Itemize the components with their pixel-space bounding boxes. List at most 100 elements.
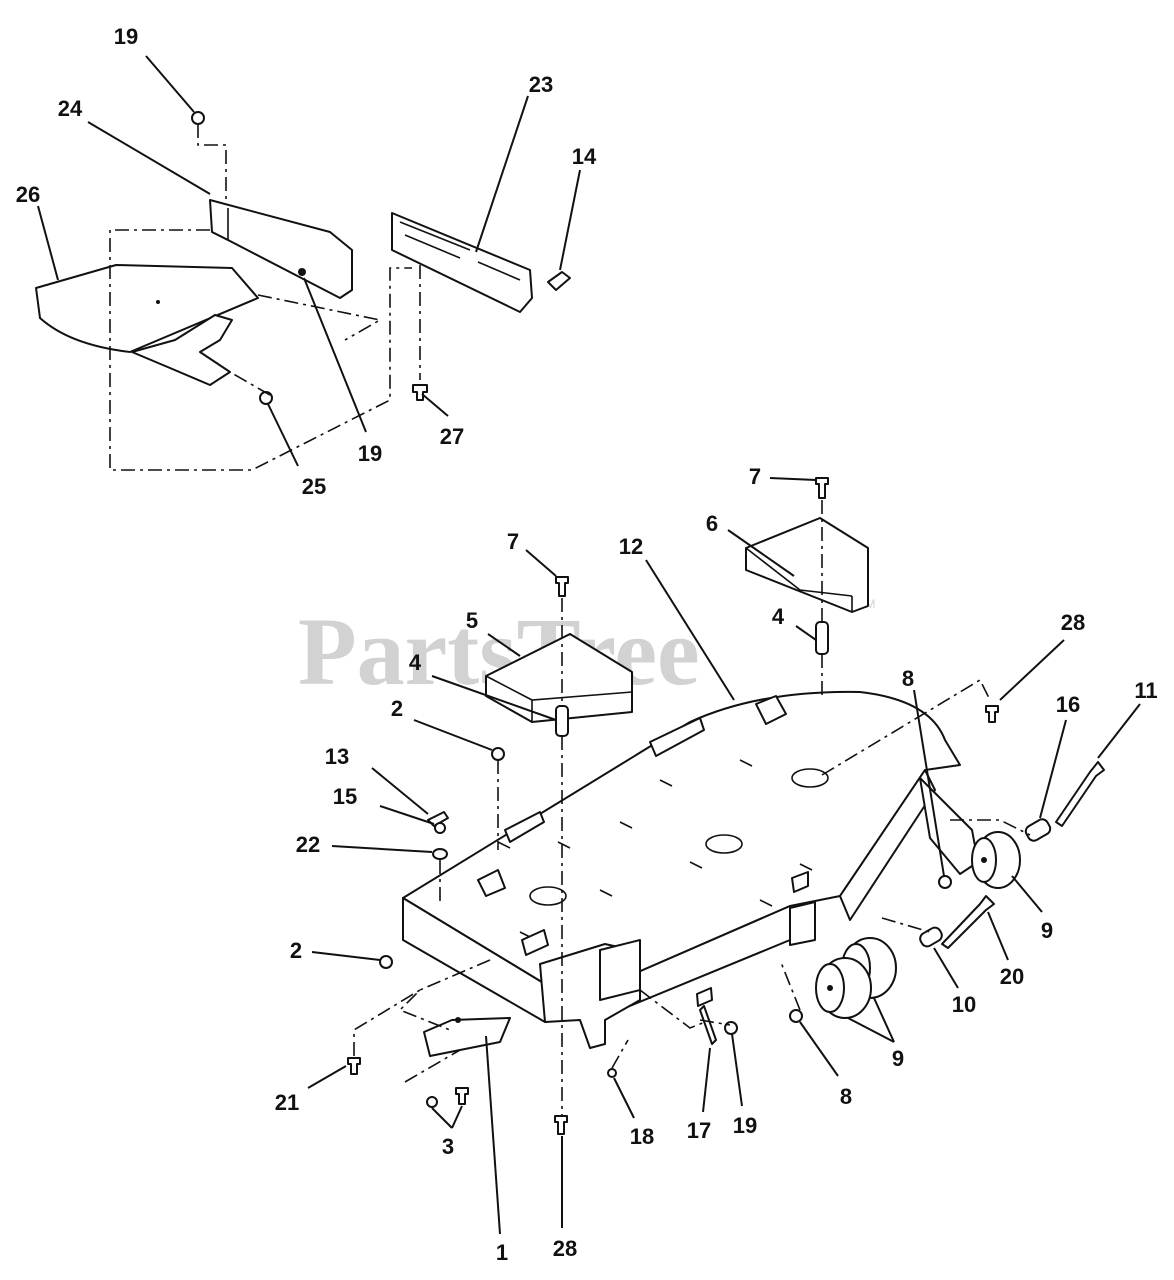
leader-line-c8b <box>799 1021 839 1077</box>
part-1-skid <box>423 1017 511 1057</box>
leader-line-c4a <box>431 675 557 721</box>
part-22-bushing <box>432 848 448 860</box>
leader-line-c21 <box>307 1065 347 1089</box>
leader-line-c5 <box>487 633 521 657</box>
part-28-bolt-lower <box>554 1115 568 1135</box>
leader-line-c2b <box>311 951 381 961</box>
leader-line-c11 <box>1097 703 1141 759</box>
deck-bracket-left <box>504 811 545 843</box>
callout-label-c19b: 19 <box>358 441 382 466</box>
part-12-deck-skirt-right <box>839 769 936 921</box>
leader-line-c16 <box>1039 719 1067 819</box>
leader-line-c1 <box>485 1035 501 1235</box>
part-8-nut-front <box>789 1009 803 1023</box>
callout-label-c7b: 7 <box>749 464 761 489</box>
callout-label-c9b: 9 <box>892 1046 904 1071</box>
callout-label-c21: 21 <box>275 1090 299 1115</box>
leader-line-c19c <box>731 1033 743 1107</box>
part-6-cover <box>745 517 869 613</box>
callout-label-c23: 23 <box>529 72 553 97</box>
part-9-wheel-right <box>971 831 1021 889</box>
part-3-bolt-1 <box>426 1096 438 1108</box>
leader-line-c3 <box>431 1107 453 1129</box>
part-26-deflector <box>35 264 259 353</box>
part-7-bolt-left <box>555 576 569 597</box>
callout-label-c18: 18 <box>630 1124 654 1149</box>
assembly-line-left <box>353 760 499 1083</box>
deck-slots <box>497 759 813 939</box>
callout-label-c11: 11 <box>1134 678 1157 703</box>
deck-spindle-hole-left <box>529 886 567 906</box>
callout-label-c2b: 2 <box>290 938 302 963</box>
leader-line-c24 <box>87 121 211 195</box>
callout-label-c25: 25 <box>302 474 326 499</box>
assembly-line-upper-2 <box>229 265 421 396</box>
callout-label-c22: 22 <box>296 832 320 857</box>
caster-arm-right <box>919 777 979 875</box>
callout-label-c28b: 28 <box>553 1236 577 1261</box>
deck-bracket-center-left <box>477 869 506 897</box>
part-18-nut <box>607 1068 617 1078</box>
part-26-bracket <box>131 314 233 386</box>
part-6-fold <box>745 547 853 612</box>
caster-arm-front-right <box>599 939 641 1001</box>
leader-line-c26 <box>37 205 59 281</box>
callout-label-c19a: 19 <box>114 24 138 49</box>
part-4-spacer-right <box>815 621 829 655</box>
callout-label-c15: 15 <box>333 784 357 809</box>
leader-line-c27 <box>421 393 449 417</box>
callout-label-c26: 26 <box>16 182 40 207</box>
assembly-line-upper-1 <box>109 124 412 471</box>
callout-label-c28a: 28 <box>1061 610 1085 635</box>
leader-line-c9b-extra-0 <box>847 1017 895 1043</box>
part-7-bolt-right <box>815 477 829 499</box>
leader-line-c14 <box>559 169 581 271</box>
part-17-bracket <box>696 987 717 1045</box>
part-19a-nut <box>191 111 205 125</box>
callout-label-c1: 1 <box>496 1240 508 1265</box>
leader-line-c7a <box>525 549 557 577</box>
part-10-spacer <box>919 926 943 948</box>
leader-line-c19a <box>145 55 195 113</box>
callout-label-c10: 10 <box>952 992 976 1017</box>
part-4-spacer-left <box>555 705 569 737</box>
part-23-slots <box>399 221 521 281</box>
part-25-bolt <box>259 391 273 405</box>
callout-label-c7a: 7 <box>507 529 519 554</box>
leader-line-c23 <box>475 95 529 253</box>
leader-line-c20 <box>987 911 1009 961</box>
part-2-nut-lower <box>379 955 393 969</box>
part-1-hole <box>455 1017 461 1023</box>
leader-line-c13 <box>371 767 429 815</box>
callout-label-c9a: 9 <box>1041 918 1053 943</box>
deck-mount-front-left <box>521 929 549 956</box>
callout-label-c2a: 2 <box>391 696 403 721</box>
callout-label-c16: 16 <box>1056 692 1080 717</box>
callout-label-c8a: 8 <box>902 666 914 691</box>
part-11-bolt <box>1055 761 1105 827</box>
leader-line-c6 <box>727 529 795 577</box>
leader-line-c19b <box>303 277 367 433</box>
callout-label-c19c: 19 <box>733 1113 757 1138</box>
leader-line-c7b <box>769 477 817 481</box>
part-26-hole <box>156 300 160 304</box>
callout-label-c17: 17 <box>687 1118 711 1143</box>
leader-line-c22 <box>331 845 433 853</box>
part-23-channel <box>391 212 533 313</box>
callout-label-c4b: 4 <box>772 604 785 629</box>
part-24-flange <box>211 208 229 241</box>
leader-line-c4b <box>795 625 817 641</box>
callout-label-c5: 5 <box>466 608 478 633</box>
callout-label-c6: 6 <box>706 511 718 536</box>
assembly-line-right <box>821 678 1031 933</box>
deck-bracket-center <box>755 695 787 725</box>
leader-line-c12 <box>645 559 735 701</box>
leader-line-c10 <box>933 947 959 989</box>
leader-line-c17 <box>702 1047 711 1113</box>
part-24-nut <box>298 268 306 276</box>
part-9-wheel-front-2 <box>815 957 872 1019</box>
part-8-nut-right <box>938 875 952 889</box>
deck-bracket-rear <box>649 717 705 757</box>
leader-line-c8a <box>913 689 945 877</box>
